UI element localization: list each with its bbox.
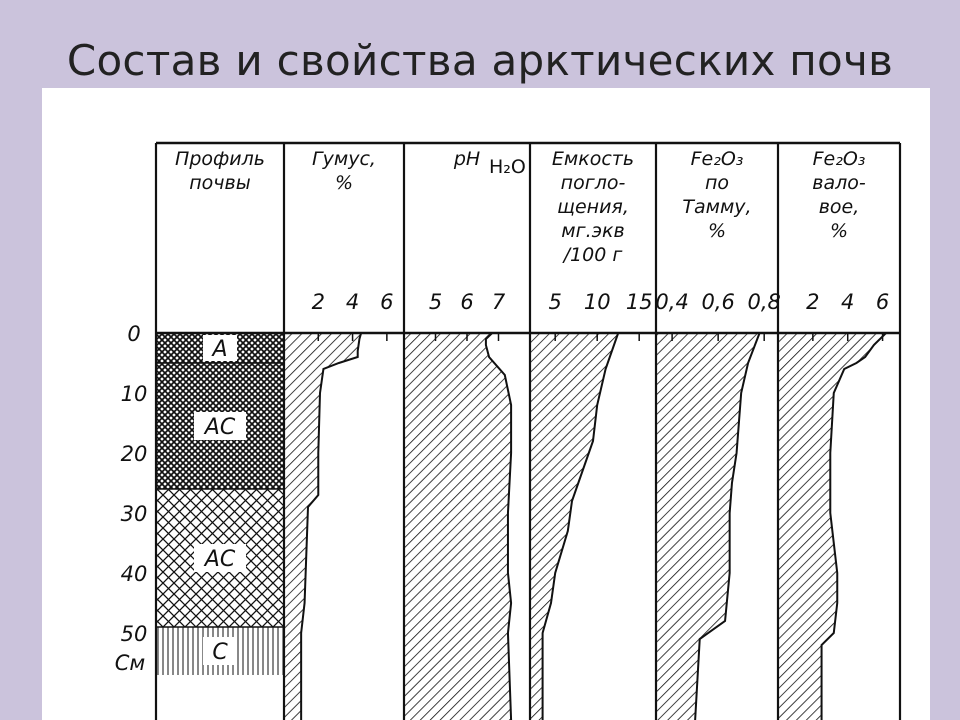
horizon-label-2: AC: [203, 547, 236, 572]
series-area-2: [530, 333, 619, 720]
depth-tick-0: 0: [127, 322, 140, 346]
tick-label-0-2: 6: [380, 290, 393, 314]
tick-label-3-0: 0,4: [655, 290, 688, 314]
tick-label-4-0: 2: [806, 290, 819, 314]
depth-tick-4: 40: [121, 562, 148, 586]
tick-label-1-2: 7: [492, 290, 506, 314]
column-header-sub-1: H₂O: [489, 156, 526, 178]
column-header-3-1: по: [705, 172, 729, 194]
tick-label-1-0: 5: [429, 290, 442, 314]
series-area-0: [284, 333, 362, 720]
column-header-2-3: мг.экв: [561, 220, 624, 242]
horizon-label-box-0: [203, 335, 237, 361]
column-header-2-4: /100 г: [562, 244, 624, 266]
tick-label-1-1: 6: [460, 290, 473, 314]
horizon-label-box-2: [194, 544, 246, 572]
column-header-4-0: Fe₂O₃: [813, 148, 866, 170]
column-header-0-0: Гумус,: [312, 148, 376, 170]
series-line-4: [820, 332, 887, 720]
horizon-label-3: C: [212, 640, 228, 665]
column-header-0-1: %: [335, 172, 353, 194]
profile-header-1: почвы: [189, 172, 250, 194]
horizon-label-box-1: [194, 412, 246, 440]
horizon-label-1: AC: [203, 415, 236, 440]
tick-label-4-2: 6: [876, 290, 889, 314]
column-header-4-1: вало-: [812, 172, 866, 194]
column-header-2-1: погло-: [561, 172, 626, 194]
depth-unit: См: [115, 651, 146, 675]
series-line-2: [541, 332, 620, 720]
series-area-4: [778, 333, 887, 720]
tick-label-3-1: 0,6: [701, 290, 734, 314]
depth-tick-2: 20: [121, 442, 148, 466]
tick-label-2-0: 5: [549, 290, 562, 314]
profile-header-0: Профиль: [175, 148, 265, 170]
column-header-3-0: Fe₂O₃: [691, 148, 744, 170]
column-header-1-0: pH: [453, 148, 480, 170]
tick-label-2-2: 15: [626, 290, 653, 314]
tick-label-0-1: 4: [346, 290, 359, 314]
horizon-label-0: A: [210, 337, 227, 362]
column-header-4-2: вое,: [819, 196, 860, 218]
column-header-2-2: щения,: [557, 196, 629, 218]
tick-label-2-1: 10: [584, 290, 611, 314]
tick-label-4-1: 4: [841, 290, 854, 314]
depth-tick-5: 50: [121, 622, 148, 646]
depth-tick-3: 30: [121, 502, 148, 526]
column-header-3-2: Тамму,: [682, 196, 751, 218]
series-area-1: [404, 333, 512, 720]
series-line-3: [694, 332, 761, 720]
depth-tick-1: 10: [121, 382, 148, 406]
series-line-0: [300, 332, 363, 720]
horizon-label-box-3: [203, 637, 237, 665]
tick-label-3-2: 0,8: [747, 290, 780, 314]
series-line-1: [484, 332, 513, 720]
column-header-2-0: Емкость: [552, 148, 634, 170]
column-header-3-3: %: [708, 220, 726, 242]
column-header-4-3: %: [830, 220, 848, 242]
series-area-3: [656, 333, 760, 720]
slide-title: Состав и свойства арктических почв: [66, 36, 894, 85]
tick-label-0-0: 2: [312, 290, 325, 314]
